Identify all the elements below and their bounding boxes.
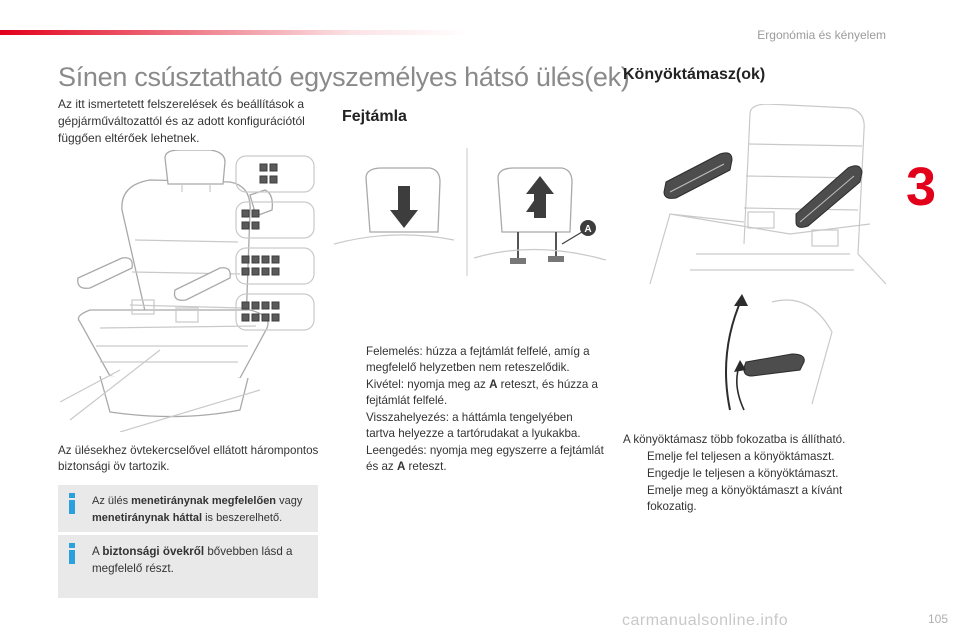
armrest-instructions: Emelje fel teljesen a könyöktámaszt. Eng… xyxy=(623,449,883,516)
armrest-intro: A könyöktámasz több fokozatba is állítha… xyxy=(623,433,846,446)
page-number: 105 xyxy=(927,612,948,626)
header-accent-bar xyxy=(0,30,470,35)
headrest-instructions: Felemelés: húzza a fejtámlát felfelé, am… xyxy=(342,344,604,476)
page-title: Sínen csúsztatható egyszemélyes hátsó ül… xyxy=(58,62,630,92)
list-item: Emelje fel teljesen a könyöktámaszt. xyxy=(647,450,835,463)
armrest-adjustment-illustration xyxy=(725,294,833,411)
armrest-illustration xyxy=(649,104,887,285)
callout-a: A xyxy=(584,224,591,235)
info-icon xyxy=(68,493,76,514)
info-text-seatbelts: A biztonsági övekről bővebben lásd a meg… xyxy=(92,545,293,575)
info-icon xyxy=(68,543,76,564)
info-text-orientation: Az ülés menetiránynak megfelelően vagy m… xyxy=(92,495,303,524)
list-item: Kivétel: nyomja meg az A reteszt, és húz… xyxy=(366,378,598,407)
info-box-seatbelts: A biztonsági övekről bővebben lásd a meg… xyxy=(58,535,318,598)
chapter-number: 3 xyxy=(906,157,937,217)
watermark: carmanualsonline.info xyxy=(622,612,789,629)
list-item: Emelje meg a könyöktámaszt a kívánt foko… xyxy=(647,484,843,513)
list-item: Leengedés: nyomja meg egyszerre a fejtám… xyxy=(366,444,604,473)
headrest-heading: Fejtámla xyxy=(342,108,407,125)
armrest-heading: Könyöktámasz(ok) xyxy=(623,66,766,83)
info-box-orientation: Az ülés menetiránynak megfelelően vagy m… xyxy=(58,485,318,532)
intro-text: Az itt ismertetett felszerelések és beál… xyxy=(58,97,305,145)
list-item: Visszahelyezés: a háttámla tengelyében t… xyxy=(366,411,581,440)
seatbelt-note: Az ülésekhez övtekercselővel ellátott há… xyxy=(58,444,319,473)
headrest-illustration: A xyxy=(334,148,606,276)
section-label: Ergonómia és kényelem xyxy=(757,28,886,42)
list-item: Engedje le teljesen a könyöktámaszt. xyxy=(647,467,839,480)
list-item: Felemelés: húzza a fejtámlát felfelé, am… xyxy=(366,345,590,374)
seat-illustration xyxy=(60,150,315,432)
